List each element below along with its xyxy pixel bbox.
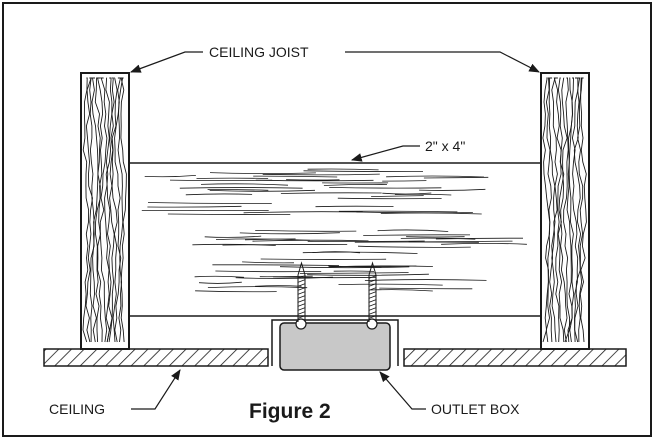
mounting-screw-right	[368, 261, 377, 322]
ceiling-joist-label: CEILING JOIST	[209, 44, 309, 60]
board-wood-grain	[141, 168, 527, 293]
outlet-box	[271, 318, 399, 371]
outlet-box-label: OUTLET BOX	[431, 401, 520, 417]
ceiling-joist-right	[540, 72, 590, 350]
joist-right-wood-grain	[542, 77, 587, 343]
ceiling-label: CEILING	[49, 401, 105, 417]
ceiling-joist-callout: CEILING JOIST	[129, 44, 540, 73]
ceiling-drywall	[43, 348, 627, 367]
ceiling-callout: CEILING	[49, 369, 181, 417]
two-by-four-board	[128, 162, 542, 317]
mounting-screw-left	[297, 261, 306, 322]
joist-left-wood-grain	[82, 77, 127, 343]
figure-caption: Figure 2	[249, 400, 331, 423]
two-by-four-callout: 2" x 4"	[350, 138, 465, 162]
ceiling-joist-left	[80, 72, 130, 350]
outlet-box-callout: OUTLET BOX	[379, 371, 520, 417]
two-by-four-label: 2" x 4"	[425, 138, 465, 154]
